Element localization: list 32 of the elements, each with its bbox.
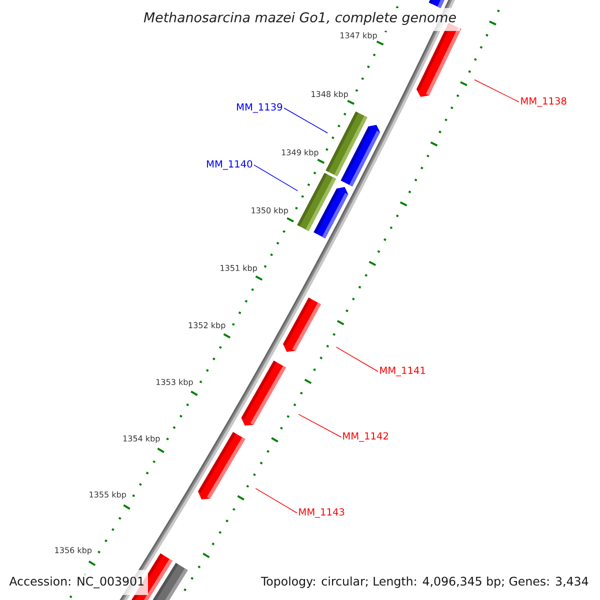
gene-block <box>314 187 348 238</box>
gene-label: MM_1138 <box>521 97 566 107</box>
gene-bar <box>428 0 444 8</box>
gene-label: MM_1140 <box>207 160 252 170</box>
summary-text: Topology: circular; Length: 4,096,345 bp; Genes: 3,434 <box>260 576 588 588</box>
tick-label: 1350 kbp <box>252 207 288 215</box>
gene-label: MM_1143 <box>299 508 344 518</box>
tick-label: 1351 kbp <box>220 264 257 273</box>
leader-line <box>284 108 328 134</box>
tick-label: 1352 kbp <box>188 322 226 330</box>
tick-label: 1348 kbp <box>312 90 348 99</box>
leader-line <box>298 414 342 438</box>
tick-label: 1349 kbp <box>282 149 318 157</box>
gene-label: MM_1139 <box>237 103 282 113</box>
gene-block <box>283 298 321 352</box>
gene-block <box>241 360 286 426</box>
gene-block <box>198 432 246 500</box>
gene-bar <box>152 562 188 600</box>
tick-label: 1354 kbp <box>123 435 160 444</box>
tick-label: 1356 kbp <box>55 547 92 555</box>
title: Methanosarcina mazei Go1, complete genome <box>140 8 460 31</box>
leader-line <box>474 79 520 102</box>
tick-label: 1347 kbp <box>340 32 377 40</box>
gene-block <box>340 124 380 186</box>
tick-label: 1353 kbp <box>156 378 193 387</box>
gene-label: MM_1142 <box>343 432 388 442</box>
leader-line <box>255 488 298 514</box>
gene-label: MM_1141 <box>380 366 426 376</box>
leader-line <box>336 346 378 372</box>
leader-line <box>254 164 298 192</box>
tick-label: 1355 kbp <box>90 491 126 500</box>
accession-text: Accession: NC_003901 <box>3 570 148 595</box>
